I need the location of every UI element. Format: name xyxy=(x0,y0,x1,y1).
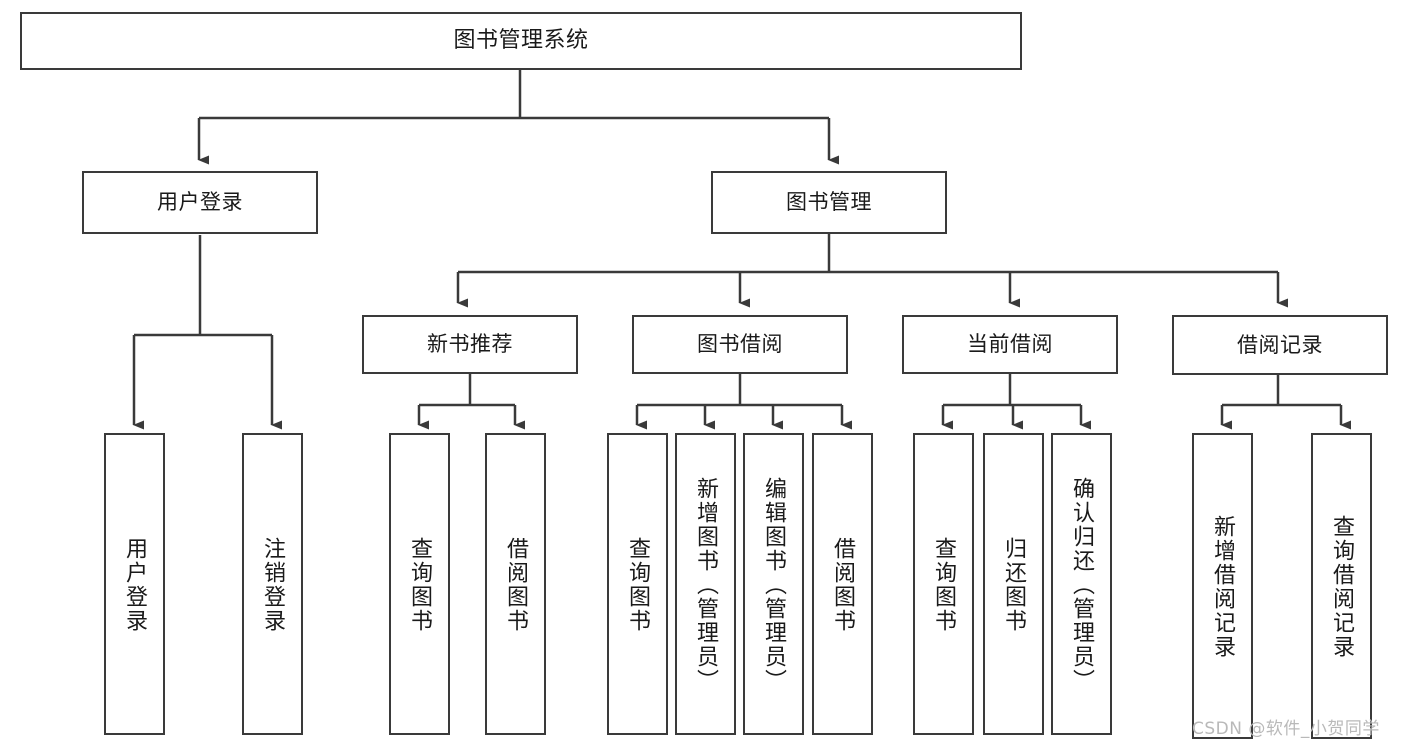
node-label: 借阅记录 xyxy=(1237,332,1323,357)
leaf-borrow-book-new-book[interactable]: 借阅图书 xyxy=(485,433,546,735)
node-label: 查询借阅记录 xyxy=(1329,515,1355,659)
node-current-borrowing[interactable]: 当前借阅 xyxy=(902,315,1118,374)
node-label: 归还图书 xyxy=(1001,537,1027,633)
leaf-query-borrow-record[interactable]: 查询借阅记录 xyxy=(1311,433,1372,739)
leaf-add-book-admin[interactable]: 新增图书（管理员） xyxy=(675,433,736,735)
leaf-borrow-book-borrowing[interactable]: 借阅图书 xyxy=(812,433,873,735)
node-label: 图书管理 xyxy=(786,190,872,215)
leaf-query-book-current[interactable]: 查询图书 xyxy=(913,433,974,735)
node-label: 确认归还（管理员） xyxy=(1069,477,1095,693)
leaf-confirm-return-admin[interactable]: 确认归还（管理员） xyxy=(1051,433,1112,735)
node-label: 新书推荐 xyxy=(427,332,513,357)
node-user-login[interactable]: 用户登录 xyxy=(82,171,318,234)
node-borrowing-record[interactable]: 借阅记录 xyxy=(1172,315,1388,375)
node-label: 图书管理系统 xyxy=(453,28,589,54)
node-label: 注销登录 xyxy=(260,537,286,633)
node-label: 查询图书 xyxy=(625,537,651,633)
leaf-edit-book-admin[interactable]: 编辑图书（管理员） xyxy=(743,433,804,735)
csdn-watermark: CSDN @软件_小贺同学 xyxy=(1192,719,1380,739)
node-book-borrowing[interactable]: 图书借阅 xyxy=(632,315,848,374)
node-label: 编辑图书（管理员） xyxy=(761,477,787,693)
node-label: 用户登录 xyxy=(157,190,243,215)
node-label: 查询图书 xyxy=(407,537,433,633)
node-label: 用户登录 xyxy=(122,537,148,633)
leaf-add-borrow-record[interactable]: 新增借阅记录 xyxy=(1192,433,1253,739)
node-label: 新增图书（管理员） xyxy=(693,477,719,693)
node-label: 借阅图书 xyxy=(830,537,856,633)
leaf-query-book-new-book[interactable]: 查询图书 xyxy=(389,433,450,735)
leaf-query-book-borrowing[interactable]: 查询图书 xyxy=(607,433,668,735)
node-book-management[interactable]: 图书管理 xyxy=(711,171,947,234)
leaf-logout[interactable]: 注销登录 xyxy=(242,433,303,735)
node-label: 图书借阅 xyxy=(697,332,783,357)
node-label: 查询图书 xyxy=(931,537,957,633)
node-label: 借阅图书 xyxy=(503,537,529,633)
node-label: 当前借阅 xyxy=(967,332,1053,357)
node-root-library-system[interactable]: 图书管理系统 xyxy=(20,12,1022,70)
leaf-return-book[interactable]: 归还图书 xyxy=(983,433,1044,735)
node-new-book-recommendation[interactable]: 新书推荐 xyxy=(362,315,578,374)
leaf-user-login[interactable]: 用户登录 xyxy=(104,433,165,735)
node-label: 新增借阅记录 xyxy=(1210,515,1236,659)
